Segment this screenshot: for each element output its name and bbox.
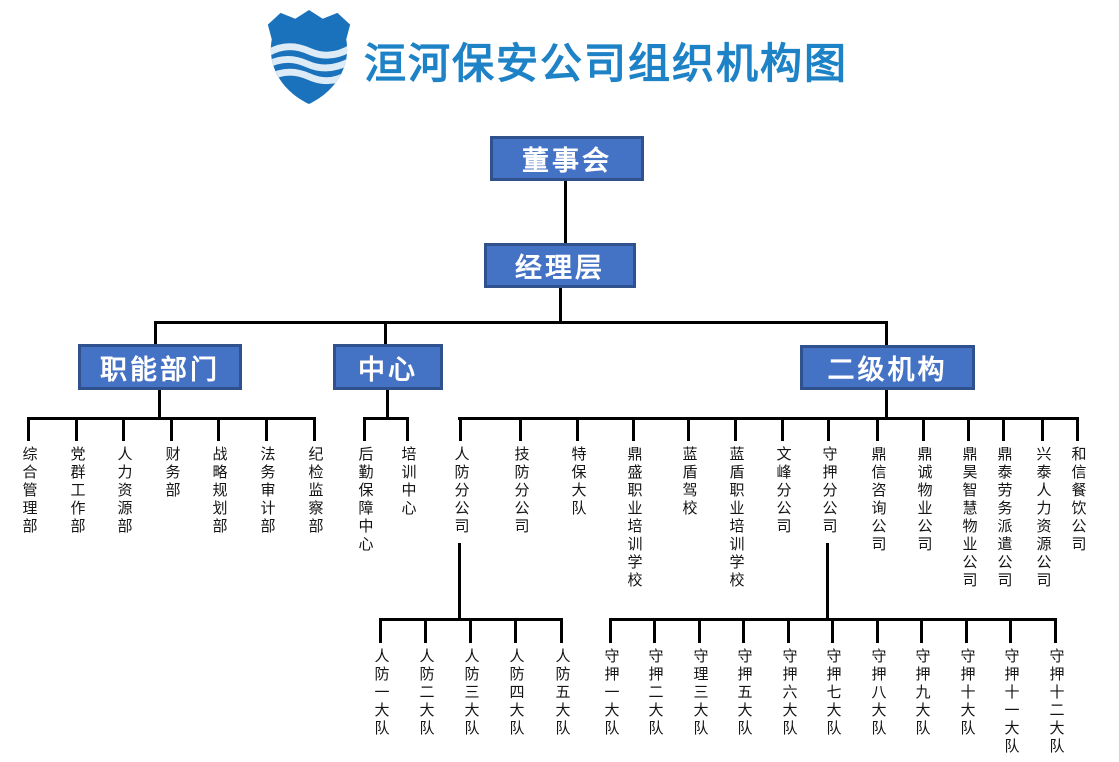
- dept-general-management: 综合管理部: [20, 446, 39, 536]
- connector-line: [154, 321, 888, 324]
- connector-line: [75, 417, 78, 441]
- connector-line: [564, 181, 567, 243]
- connector-line: [265, 417, 268, 441]
- dept-discipline-inspection: 纪检监察部: [306, 446, 325, 536]
- connector-line: [384, 321, 387, 344]
- connector-line: [1002, 417, 1005, 441]
- brigade-escort-10: 守押十大队: [958, 648, 977, 738]
- brigade-escort-6: 守押六大队: [780, 648, 799, 738]
- node-management-layer: 经理层: [484, 243, 636, 288]
- connector-line: [458, 543, 461, 619]
- dept-strategic-planning: 战略规划部: [210, 446, 229, 536]
- connector-line: [27, 417, 30, 441]
- inst-special-protection-brigade: 特保大队: [569, 446, 588, 518]
- connector-line: [827, 417, 830, 441]
- connector-line: [687, 417, 690, 441]
- center-logistics-support: 后勤保障中心: [356, 446, 375, 554]
- inst-tech-defense-branch: 技防分公司: [512, 446, 531, 536]
- connector-line: [459, 417, 462, 441]
- connector-line: [826, 543, 829, 619]
- brigade-escort-2: 守押二大队: [646, 648, 665, 738]
- connector-line: [514, 618, 517, 643]
- connector-line: [965, 618, 968, 643]
- connector-line: [922, 417, 925, 441]
- inst-escort-branch: 守押分公司: [820, 446, 839, 536]
- brigade-escort-7: 守押七大队: [824, 648, 843, 738]
- inst-dingtai-labor-dispatch: 鼎泰劳务派遣公司: [995, 446, 1014, 590]
- connector-line: [885, 390, 888, 418]
- inst-civil-defense-branch: 人防分公司: [452, 446, 471, 536]
- brigade-escort-11: 守押十一大队: [1002, 648, 1021, 756]
- node-secondary-institutions: 二级机构: [800, 345, 975, 390]
- connector-line: [560, 618, 563, 643]
- inst-dinghao-smart-property: 鼎昊智慧物业公司: [960, 446, 979, 590]
- inst-wenfeng-branch: 文峰分公司: [774, 446, 793, 536]
- connector-line: [519, 417, 522, 441]
- connector-line: [217, 417, 220, 441]
- connector-line: [458, 417, 1079, 420]
- connector-line: [154, 321, 157, 344]
- connector-line: [363, 417, 409, 420]
- brigade-escort-1: 守押一大队: [602, 648, 621, 738]
- connector-line: [831, 618, 834, 643]
- connector-line: [469, 618, 472, 643]
- chart-title: 洹河保安公司组织机构图: [364, 40, 849, 87]
- center-training: 培训中心: [399, 446, 418, 518]
- node-centers: 中心: [333, 344, 443, 390]
- brigade-civil-defense-5: 人防五大队: [553, 648, 572, 738]
- company-shield-logo-icon: [267, 9, 351, 105]
- connector-line: [967, 417, 970, 441]
- connector-line: [1041, 417, 1044, 441]
- inst-dingxin-consulting: 鼎信咨询公司: [869, 446, 888, 554]
- connector-line: [122, 417, 125, 441]
- connector-line: [158, 390, 161, 418]
- connector-line: [876, 417, 879, 441]
- connector-line: [653, 618, 656, 643]
- dept-legal-audit: 法务审计部: [258, 446, 277, 536]
- connector-line: [609, 618, 612, 643]
- connector-line: [576, 417, 579, 441]
- connector-line: [424, 618, 427, 643]
- connector-line: [876, 618, 879, 643]
- connector-line: [313, 417, 316, 441]
- dept-party-mass-work: 党群工作部: [68, 446, 87, 536]
- connector-line: [386, 390, 389, 418]
- node-functional-departments: 职能部门: [78, 344, 242, 390]
- inst-dingcheng-property: 鼎诚物业公司: [915, 446, 934, 554]
- inst-landun-driving-school: 蓝盾驾校: [680, 446, 699, 518]
- connector-line: [363, 417, 366, 441]
- connector-line: [734, 417, 737, 441]
- connector-line: [1054, 618, 1057, 643]
- connector-line: [406, 417, 409, 441]
- brigade-escort-9: 守押九大队: [913, 648, 932, 738]
- connector-line: [787, 618, 790, 643]
- brigade-civil-defense-4: 人防四大队: [507, 648, 526, 738]
- inst-hexin-catering: 和信餐饮公司: [1069, 446, 1088, 554]
- inst-xingtai-hr: 兴泰人力资源公司: [1034, 446, 1053, 590]
- connector-line: [379, 618, 382, 643]
- connector-line: [781, 417, 784, 441]
- node-board-of-directors: 董事会: [490, 136, 644, 181]
- connector-line: [920, 618, 923, 643]
- dept-finance: 财务部: [163, 446, 182, 500]
- brigade-escort-8: 守押八大队: [869, 648, 888, 738]
- connector-line: [170, 417, 173, 441]
- brigade-civil-defense-3: 人防三大队: [462, 648, 481, 738]
- inst-dingsheng-training-school: 鼎盛职业培训学校: [625, 446, 644, 590]
- connector-line: [698, 618, 701, 643]
- connector-line: [742, 618, 745, 643]
- brigade-civil-defense-1: 人防一大队: [372, 648, 391, 738]
- inst-landun-training-school: 蓝盾职业培训学校: [727, 446, 746, 590]
- dept-human-resources: 人力资源部: [115, 446, 134, 536]
- brigade-escort-12: 守押十二大队: [1047, 648, 1066, 756]
- brigade-escort-5: 守押五大队: [735, 648, 754, 738]
- connector-line: [1009, 618, 1012, 643]
- brigade-civil-defense-2: 人防二大队: [417, 648, 436, 738]
- brigade-escort-3: 守理三大队: [691, 648, 710, 738]
- connector-line: [632, 417, 635, 441]
- connector-line: [885, 321, 888, 345]
- connector-line: [559, 288, 562, 324]
- connector-line: [1076, 417, 1079, 441]
